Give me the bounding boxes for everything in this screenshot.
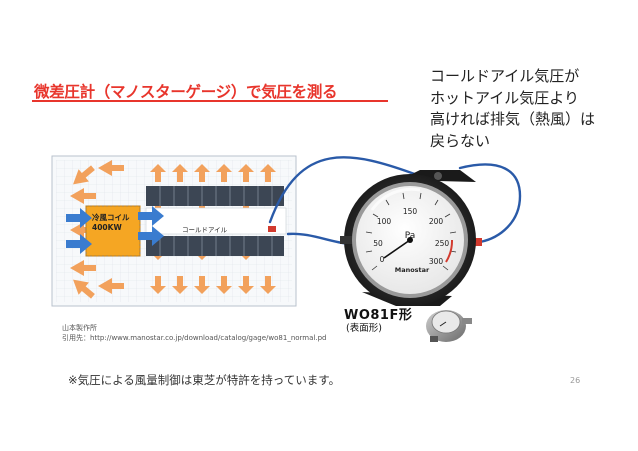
gauge-brand: Manostar [395, 266, 430, 274]
note-line: ホットアイル気圧より [430, 88, 579, 107]
hose-connector [268, 226, 276, 232]
rack-rows [146, 186, 284, 256]
cold-air-arrows [66, 206, 164, 254]
source-citation: 山本製作所 引用先：http://www.manostar.co.jp/down… [62, 323, 326, 343]
gauge-label: 150 [403, 207, 418, 216]
source-line: 引用先：http://www.manostar.co.jp/download/c… [62, 334, 327, 342]
coil-label-line: 400KW [92, 223, 122, 232]
rack-dividers [159, 186, 273, 256]
gauge-scale-ticks [365, 192, 457, 271]
cooling-coil [85, 205, 141, 257]
small-gauge-photo [426, 310, 472, 342]
gauge-label: 0 [380, 255, 385, 264]
gauge-label: 50 [373, 239, 383, 248]
note-line: コールドアイル気圧が [430, 67, 580, 85]
title-underline [32, 100, 388, 102]
source-line: 山本製作所 [62, 324, 97, 332]
gauge-label: 300 [429, 257, 444, 266]
gauge-needle [383, 239, 411, 259]
model-name: WO81F形 [344, 308, 413, 323]
manometer-gauge: 0 50 100 150 200 250 300 Pa Manostar [340, 170, 476, 306]
cold-aisle-label: コールドアイル [182, 226, 228, 234]
cold-aisle [145, 207, 287, 235]
airflow-diagram [51, 155, 297, 307]
page-number: 26 [570, 376, 581, 385]
gauge-unit: Pa [405, 231, 416, 241]
hose-connector [472, 238, 482, 246]
explanation-note: コールドアイル気圧が ホットアイル気圧より 高ければ排気（熱風）は 戻らない [430, 66, 630, 152]
model-subtitle: (表面形) [346, 323, 382, 334]
gauge-label: 200 [429, 217, 444, 226]
gauge-label: 100 [377, 217, 392, 226]
gauge-label: 250 [435, 239, 450, 248]
slide-title: 微差圧計（マノスターゲージ）で気圧を測る [34, 83, 338, 101]
footnote: ※気圧による風量制御は東芝が特許を持っています。 [68, 373, 341, 387]
coil-label-line: 冷風コイル [92, 213, 130, 222]
coil-label: 冷風コイル 400KW [92, 213, 130, 233]
note-line: 戻らない [430, 131, 491, 150]
note-line: 高ければ排気（熱風）は [430, 110, 596, 128]
